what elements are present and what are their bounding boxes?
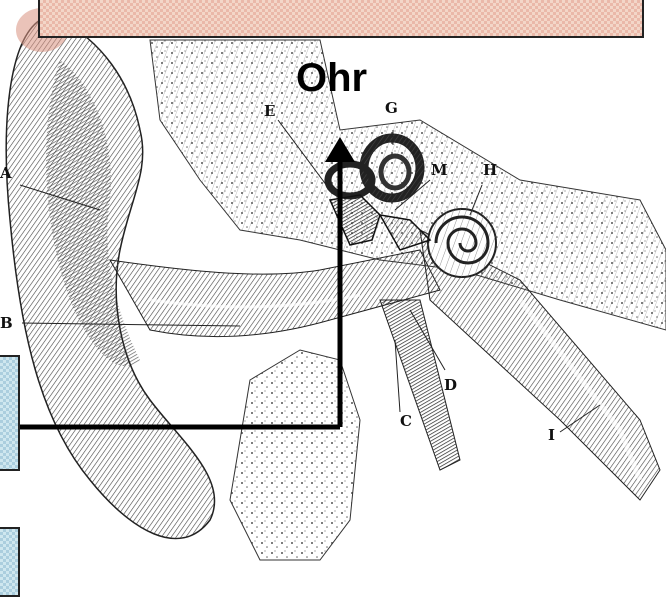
label-m: M (431, 163, 448, 178)
label-g: G (385, 101, 398, 116)
cochlea (428, 209, 496, 277)
label-a: A (0, 166, 12, 181)
diagram-title: Ohr (296, 58, 367, 98)
label-d: D (444, 378, 457, 393)
label-e: E (264, 104, 275, 119)
label-b: B (0, 316, 13, 331)
label-i: I (548, 428, 555, 443)
label-h: H (483, 163, 497, 178)
answer-box-2 (0, 527, 20, 597)
answer-box-1 (0, 355, 20, 471)
top-label-box (38, 0, 644, 38)
label-c: C (400, 414, 412, 429)
